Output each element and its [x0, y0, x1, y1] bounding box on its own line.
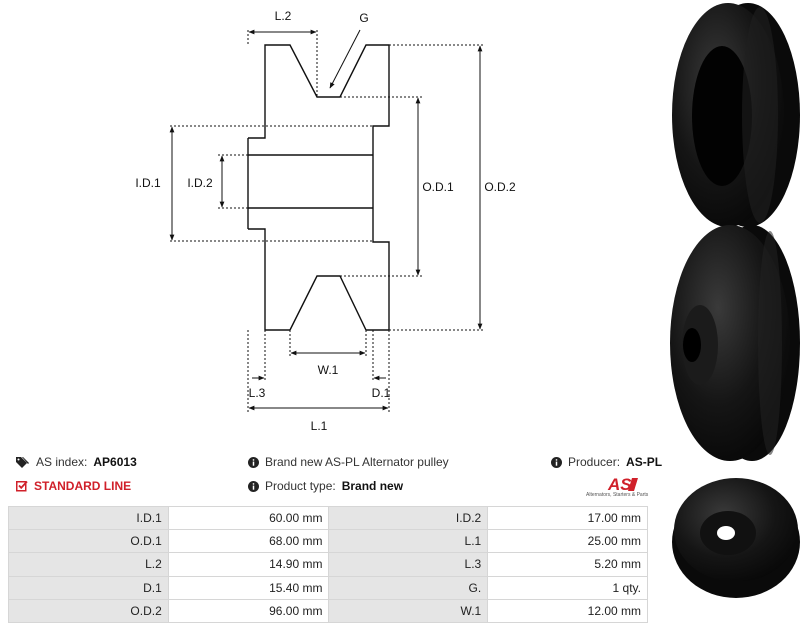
- spec-name: O.D.2: [8, 598, 169, 623]
- pulley-lower-profile: [248, 228, 390, 331]
- spec-value: 5.20 mm: [487, 552, 648, 577]
- tag-icon: [16, 457, 29, 468]
- as-index-value: AP6013: [93, 455, 137, 469]
- spec-name: D.1: [8, 575, 169, 600]
- label-id2: I.D.2: [187, 176, 213, 190]
- pulley-photo-front: [670, 225, 800, 461]
- spec-name: L.2: [8, 552, 169, 577]
- pulley-technical-drawing: L.2 G I.D.1 I.D.2 O.D.1 O.D.2 W.1 L.3 D.…: [135, 9, 516, 433]
- g-pointer: [329, 29, 361, 89]
- label-l1: L.1: [311, 419, 328, 433]
- spec-value: 25.00 mm: [487, 529, 648, 554]
- producer-value: AS-PL: [626, 455, 663, 469]
- spec-value: 12.00 mm: [487, 598, 648, 623]
- spec-name: I.D.1: [8, 505, 169, 531]
- description-text: Brand new AS-PL Alternator pulley: [265, 455, 449, 469]
- spec-name: L.3: [328, 552, 489, 577]
- label-w1: W.1: [318, 363, 339, 377]
- info-circle-icon: [248, 480, 259, 492]
- pulley-bore: [247, 138, 374, 229]
- spec-value: 17.00 mm: [487, 505, 648, 531]
- spec-name: I.D.2: [328, 505, 489, 531]
- spec-name: L.1: [328, 529, 489, 554]
- label-od1: O.D.1: [422, 180, 454, 194]
- spec-name: O.D.1: [8, 529, 169, 554]
- producer-label: Producer:: [568, 455, 621, 469]
- product-type: Product type: Brand new: [248, 479, 403, 493]
- label-g: G: [359, 11, 368, 25]
- label-d1: D.1: [372, 386, 391, 400]
- pulley-photo-angled: [672, 3, 800, 227]
- logo-text: AS: [607, 475, 632, 494]
- spec-value: 1 qty.: [487, 575, 648, 600]
- as-index: AS index: AP6013: [16, 455, 137, 469]
- spec-name: G.: [328, 575, 489, 600]
- logo-tagline: Alternators, Starters & Parts: [586, 492, 649, 498]
- pulley-upper-profile: [248, 44, 390, 139]
- standard-line: STANDARD LINE: [16, 479, 131, 493]
- info-circle-icon: [248, 456, 259, 468]
- product-type-value: Brand new: [341, 479, 404, 493]
- spec-name: W.1: [328, 598, 489, 623]
- info-circle-icon: [551, 456, 562, 468]
- spec-value: 60.00 mm: [167, 505, 330, 531]
- product-photos: [670, 3, 800, 598]
- label-id1: I.D.1: [135, 176, 161, 190]
- as-index-label: AS index:: [36, 455, 88, 469]
- product-type-label: Product type:: [265, 479, 336, 493]
- spec-value: 68.00 mm: [167, 529, 330, 554]
- producer: Producer: AS-PL: [551, 455, 662, 469]
- pulley-photo-flat: [672, 478, 800, 598]
- logo-mark: [628, 478, 638, 491]
- product-description: Brand new AS-PL Alternator pulley: [248, 455, 449, 469]
- spec-value: 14.90 mm: [167, 552, 330, 577]
- check-square-icon: [16, 480, 28, 492]
- label-l3: L.3: [249, 386, 266, 400]
- standard-line-text: STANDARD LINE: [34, 479, 132, 493]
- spec-value: 96.00 mm: [167, 598, 330, 623]
- spec-value: 15.40 mm: [167, 575, 330, 600]
- label-od2: O.D.2: [484, 180, 516, 194]
- label-l2: L.2: [275, 9, 292, 23]
- as-pl-logo: AS: [607, 475, 638, 494]
